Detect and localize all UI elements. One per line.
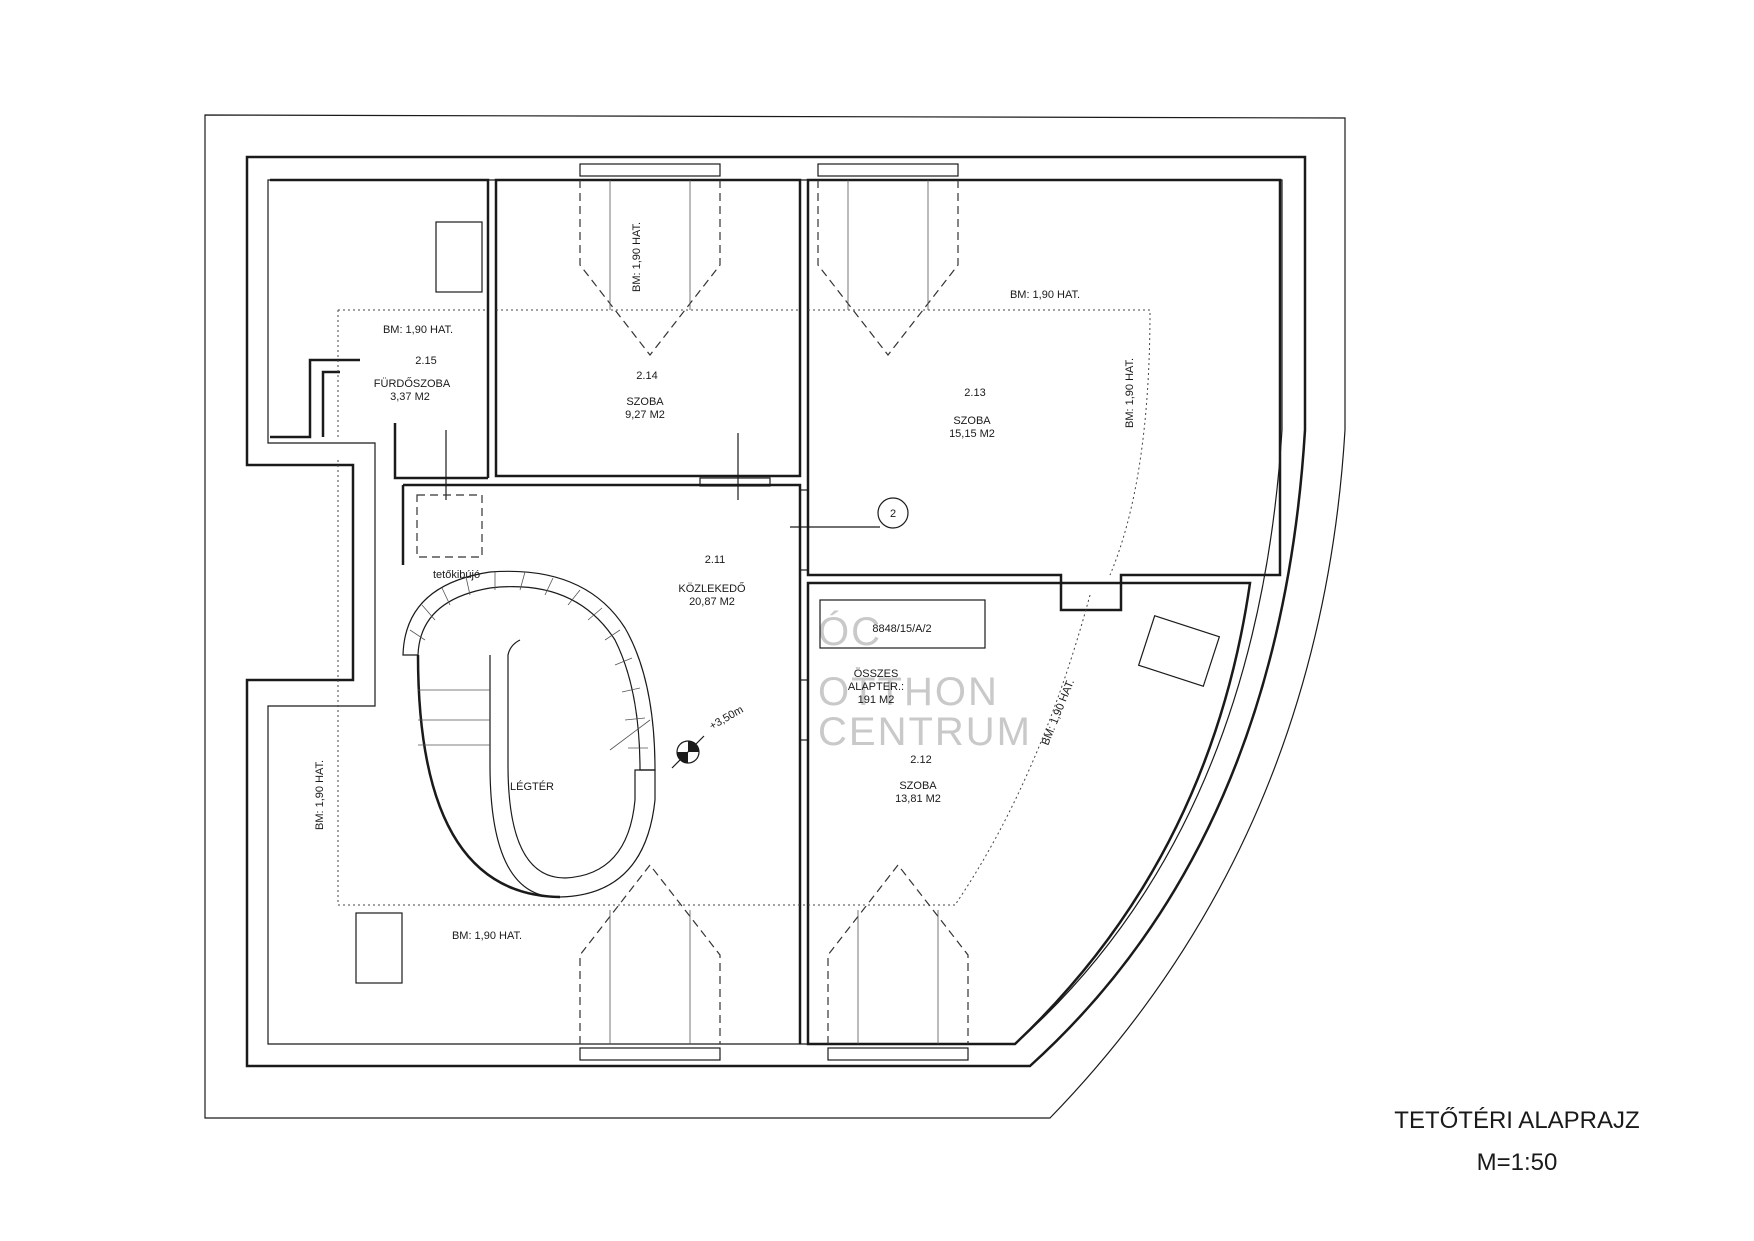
- watermark-line1: OTTHON: [818, 670, 999, 714]
- room-213-bm-side: BM: 1,90 HAT.: [1124, 358, 1136, 428]
- parcel-number: 8848/15/A/2: [872, 623, 931, 635]
- exterior-wall-inner: [267, 179, 1283, 1045]
- parcel-box: [819, 599, 986, 649]
- window: [579, 163, 721, 177]
- bathroom-walls: [270, 178, 490, 480]
- exterior-wall: [245, 155, 1307, 1068]
- room-212-number: 2.12: [910, 754, 931, 766]
- door-opening: [799, 679, 809, 741]
- void-label: LÉGTÉR: [510, 780, 554, 793]
- room-212-bm: BM: 1,90 HAT.: [1040, 678, 1077, 747]
- height-line-211: [337, 460, 955, 906]
- room-214-number: 2.14: [636, 370, 657, 382]
- room-211-name: KÖZLEKEDŐ: [678, 581, 746, 595]
- height-line-213: [808, 309, 1151, 576]
- room-212-area: 13,81 M2: [895, 793, 941, 805]
- site-boundary: [204, 114, 1346, 1119]
- watermark-line2: CENTRUM: [818, 710, 1032, 754]
- corridor-walls: [401, 483, 802, 1044]
- spiral-staircase: [402, 570, 656, 899]
- window: [817, 163, 959, 177]
- total-area: 191 M2: [858, 694, 895, 706]
- total-label-1: ÖSSZES: [854, 668, 899, 680]
- door-opening: [699, 477, 771, 487]
- room-211-number: 2.11: [705, 554, 726, 566]
- level-label: +3,50m: [708, 704, 746, 733]
- window: [827, 1047, 969, 1061]
- room-213-name: SZOBA: [953, 415, 991, 427]
- bm-left-label: BM: 1,90 HAT.: [314, 760, 326, 830]
- section-marker-label: 2: [890, 508, 896, 520]
- watermark-logo: ÓC: [818, 609, 882, 654]
- door-opening: [799, 489, 809, 571]
- room-215-area: 3,37 M2: [390, 391, 430, 403]
- room-213-walls: [806, 178, 1282, 612]
- room-215-number: 2.15: [415, 355, 436, 367]
- drawing-title: TETŐTÉRI ALAPRAJZ: [1394, 1107, 1639, 1134]
- room-215-bm: BM: 1,90 HAT.: [383, 324, 453, 336]
- dormer-top-214: [579, 180, 721, 356]
- dormer-bottom-212: [827, 864, 969, 1044]
- total-label-2: ALAPTER.:: [848, 681, 904, 693]
- skylight: [435, 221, 483, 293]
- room-212-name: SZOBA: [899, 780, 937, 792]
- roof-hatch-label: tetőkibújó: [433, 569, 480, 581]
- room-213-bm-top: BM: 1,90 HAT.: [1010, 289, 1080, 301]
- room-212-walls: [806, 581, 1252, 1046]
- room-215-name: FÜRDŐSZOBA: [374, 376, 451, 390]
- section-marker-icon: [877, 497, 909, 529]
- room-214-bm: BM: 1,90 HAT.: [631, 222, 643, 292]
- dormer-top-213: [817, 180, 959, 356]
- room-214-name: SZOBA: [626, 396, 664, 408]
- room-211-area: 20,87 M2: [689, 596, 735, 608]
- window: [579, 1047, 721, 1061]
- room-214-walls: [494, 178, 802, 478]
- room-214-area: 9,27 M2: [625, 409, 665, 421]
- room-213-number: 2.13: [964, 387, 985, 399]
- roof-hatch: [416, 494, 483, 558]
- skylight: [1137, 615, 1221, 687]
- dormer-bottom-211: [579, 864, 721, 1044]
- bm-bottom-label: BM: 1,90 HAT.: [452, 930, 522, 942]
- drawing-scale: M=1:50: [1477, 1149, 1558, 1176]
- room-213-area: 15,15 M2: [949, 428, 995, 440]
- skylight: [355, 912, 403, 984]
